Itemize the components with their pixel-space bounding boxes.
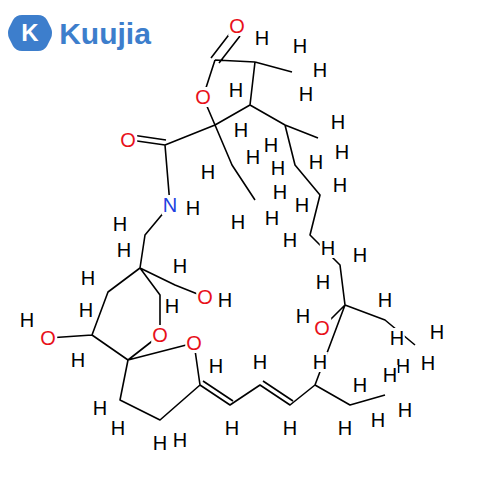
atom-label: O: [119, 130, 137, 150]
atom-label: O: [228, 16, 246, 36]
atom-label: H: [270, 158, 286, 178]
atom-label: H: [332, 175, 348, 195]
atom-label: H: [315, 272, 331, 292]
atom-label: H: [19, 310, 35, 330]
atom-label: H: [172, 256, 188, 276]
atom-label: H: [172, 430, 188, 450]
atom-label: H: [112, 214, 128, 234]
atom-label: H: [263, 135, 279, 155]
atom-label: O: [185, 333, 203, 353]
atom-label: H: [230, 212, 246, 232]
atom-label: H: [80, 268, 96, 288]
atom-label: N: [162, 195, 178, 215]
atom-label: O: [39, 328, 57, 348]
atom-label: H: [397, 400, 413, 420]
atom-label: H: [164, 296, 180, 316]
atom-label: H: [334, 142, 350, 162]
atom-label: H: [295, 306, 311, 326]
atom-label: H: [312, 352, 328, 372]
atom-label: H: [352, 245, 368, 265]
atom-label: O: [194, 87, 212, 107]
atom-label: H: [228, 80, 244, 100]
atom-label: H: [337, 418, 353, 438]
atom-label: H: [78, 300, 94, 320]
atom-label: H: [254, 28, 270, 48]
atom-label: H: [370, 410, 386, 430]
logo-badge: [8, 15, 52, 51]
atom-label: H: [152, 433, 168, 453]
atom-label: H: [217, 290, 233, 310]
atom-label: H: [292, 36, 308, 56]
atom-label: H: [312, 60, 328, 80]
atom-label: H: [208, 356, 224, 376]
atom-label: H: [420, 353, 436, 373]
atom-label: H: [272, 182, 288, 202]
atom-label: H: [92, 398, 108, 418]
atom-label: H: [294, 195, 310, 215]
atom-label: H: [185, 198, 201, 218]
atom-label: H: [233, 120, 249, 140]
bond-lines: [48, 32, 415, 420]
atom-label: H: [224, 418, 240, 438]
atom-label: H: [200, 162, 216, 182]
atom-label: H: [110, 418, 126, 438]
atom-label: H: [282, 418, 298, 438]
logo-letter: K: [20, 21, 39, 45]
atom-label: O: [196, 287, 214, 307]
atom-label: H: [252, 352, 268, 372]
atom-label: H: [70, 350, 86, 370]
atom-label: O: [151, 325, 169, 345]
atom-label: H: [245, 147, 261, 167]
atom-label: H: [429, 322, 445, 342]
atom-label: H: [352, 375, 368, 395]
atom-label: O: [313, 318, 331, 338]
atom-label: H: [330, 112, 346, 132]
atom-label: H: [389, 328, 405, 348]
atom-label: H: [264, 208, 280, 228]
atom-label: H: [298, 84, 314, 104]
atom-label: H: [308, 152, 324, 172]
atom-label: H: [282, 230, 298, 250]
atom-label: H: [377, 290, 393, 310]
atom-label: H: [116, 240, 132, 260]
watermark-text: Kuujia: [58, 19, 152, 49]
atom-label: H: [320, 238, 336, 258]
atom-label: H: [382, 365, 398, 385]
